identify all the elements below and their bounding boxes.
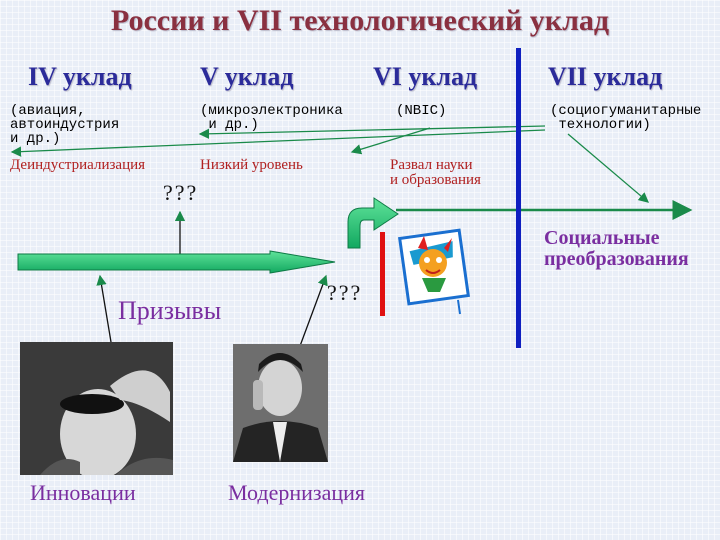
- uklad-vi-heading: VI уклад: [373, 62, 478, 91]
- photo-innovation: [20, 342, 173, 475]
- carnival-mask-icon: [398, 228, 470, 315]
- photo-modernization: [233, 344, 328, 462]
- science-collapse-label: Развал науки и образования: [390, 157, 481, 188]
- calls-label: Призывы: [118, 296, 222, 325]
- link-vi-to-v: [350, 127, 431, 155]
- turn-up-arrow: [347, 197, 399, 249]
- link-vii-to-v: [198, 125, 546, 139]
- uklad-vii-desc: (социогуманитарные технологии): [550, 103, 702, 133]
- link-vii-to-iv: [10, 129, 546, 157]
- innovation-label: Инновации: [30, 480, 136, 505]
- main-green-arrow: [17, 250, 336, 274]
- arrow-modernization-up: [299, 274, 328, 347]
- question-marks-top: ???: [163, 180, 199, 205]
- uklad-vii-heading: VII уклад: [548, 62, 663, 91]
- uklad-divider: [516, 48, 521, 348]
- link-vii-to-social: [567, 133, 649, 203]
- uklad-v-heading: V уклад: [200, 62, 294, 91]
- uklad-v-desc: (микроэлектроника и др.): [200, 103, 343, 133]
- arrow-calls-up: [96, 274, 113, 349]
- social-transformations-label: Социальные преобразования: [544, 227, 689, 270]
- modernization-label: Модернизация: [228, 480, 366, 505]
- slide-title: России и VII технологический уклад: [110, 4, 610, 37]
- red-barrier: [380, 232, 385, 316]
- uklad-vi-desc: (NBIC): [396, 103, 447, 119]
- uklad-iv-desc: (авиация, автоиндустрия и др.): [10, 103, 120, 147]
- question-marks-mid: ???: [327, 280, 363, 305]
- low-level-label: Низкий уровень: [200, 157, 303, 173]
- deindustrialization-label: Деиндустриализация: [10, 157, 146, 173]
- uklad-iv-heading: IV уклад: [28, 62, 132, 91]
